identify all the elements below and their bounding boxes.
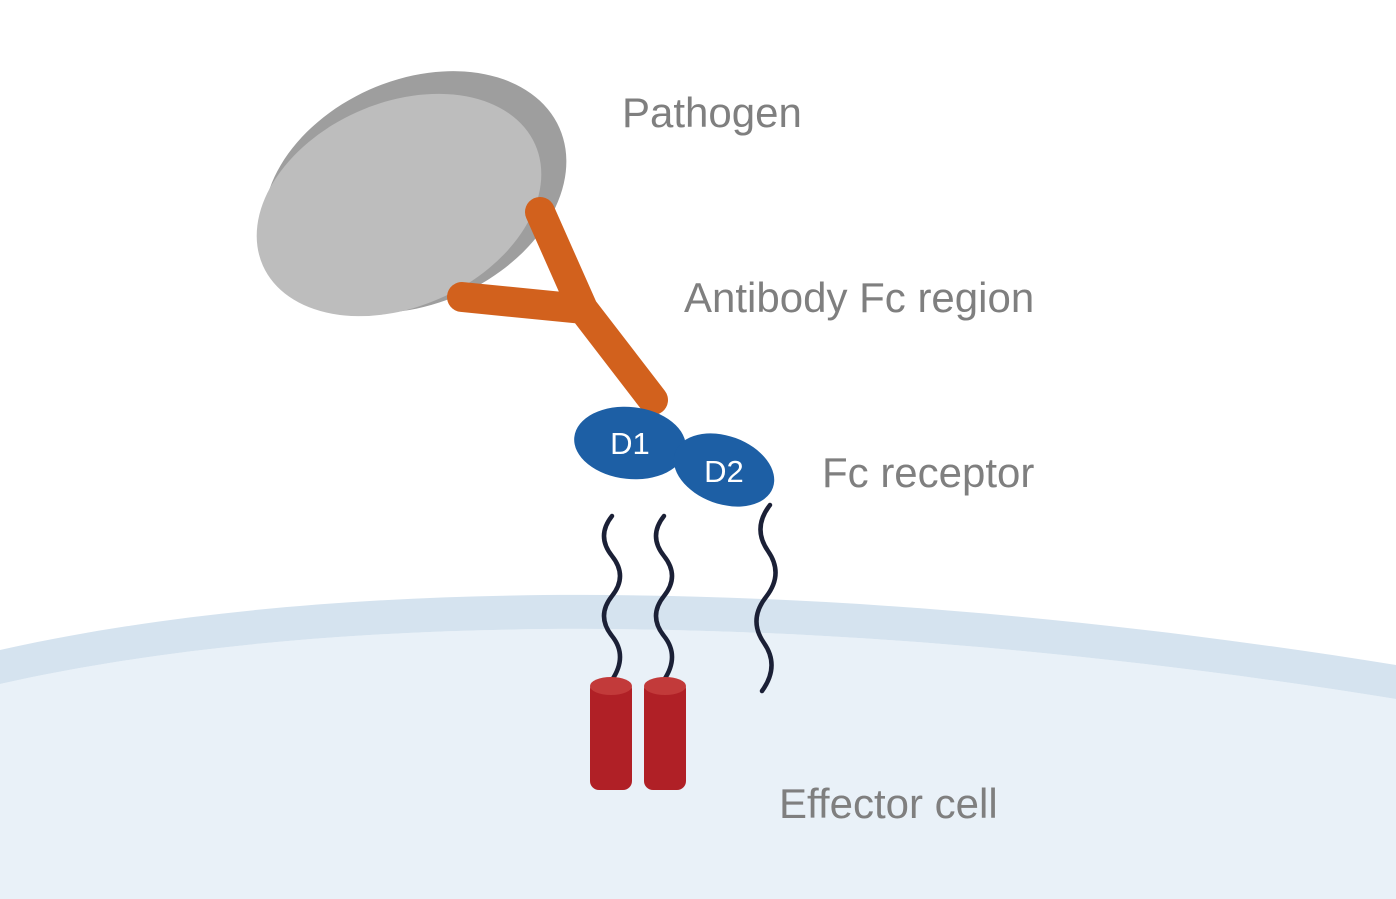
transmembrane-anchor-left bbox=[590, 677, 632, 790]
effector-cell-shape bbox=[0, 594, 1396, 899]
pathogen-shape bbox=[256, 71, 567, 317]
domain-d1-label: D1 bbox=[610, 426, 650, 461]
anchor-cylinder-body bbox=[644, 680, 686, 790]
cell-interior bbox=[0, 628, 1396, 899]
stalk-squiggle-left bbox=[601, 513, 623, 683]
antibody-fc-region-label: Antibody Fc region bbox=[684, 274, 1034, 321]
antibody-y-shape bbox=[447, 197, 668, 415]
anchor-cylinder-body bbox=[590, 680, 632, 790]
fc-receptor-label: Fc receptor bbox=[822, 449, 1034, 496]
effector-cell-label: Effector cell bbox=[779, 780, 998, 827]
pathogen-body-highlight bbox=[256, 93, 542, 317]
pathogen-label: Pathogen bbox=[622, 89, 802, 136]
fc-receptor-domain-d1 bbox=[574, 406, 686, 480]
fc-receptor-shape: D1 D2 bbox=[574, 406, 775, 507]
anchor-cylinder-cap bbox=[644, 677, 686, 695]
fc-receptor-domain-d2 bbox=[673, 433, 775, 507]
anchor-cylinder-cap bbox=[590, 677, 632, 695]
stalk-squiggle-middle bbox=[653, 513, 675, 683]
stalk-squiggle-right bbox=[754, 502, 778, 694]
cell-membrane-band bbox=[0, 594, 1396, 699]
domain-d2-label: D2 bbox=[704, 454, 744, 489]
transmembrane-anchor-right bbox=[644, 677, 686, 790]
receptor-stalks bbox=[601, 502, 778, 694]
